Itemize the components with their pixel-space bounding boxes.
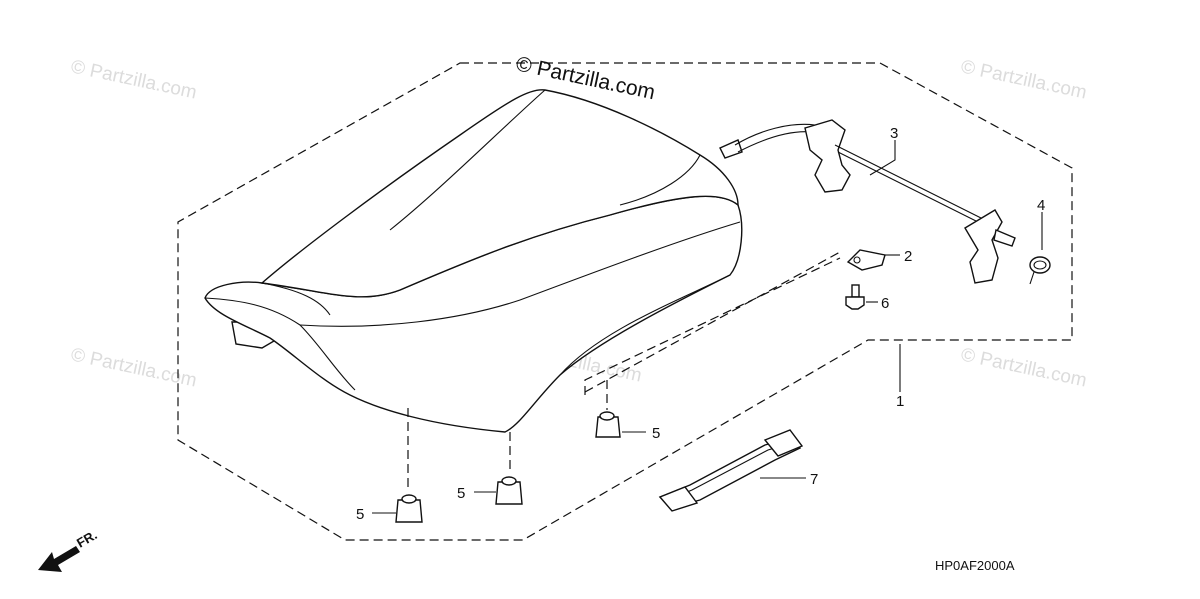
leader-lines <box>372 140 1043 514</box>
watermark-text: © Partzilla.com <box>959 56 1089 103</box>
bolt <box>845 284 865 310</box>
watermark-text: © Partzilla.com <box>959 344 1089 391</box>
callout-4[interactable]: 4 <box>1037 197 1045 214</box>
rubber-cushion <box>495 476 523 505</box>
callout-3[interactable]: 3 <box>890 125 898 142</box>
assembly-boundary <box>177 62 1073 541</box>
seat-assembly <box>204 89 743 433</box>
plate <box>846 249 886 271</box>
rubber-cushion <box>595 411 621 438</box>
watermark-text: © Partzilla.com <box>69 344 199 391</box>
strap <box>658 429 804 512</box>
alignment-line <box>584 251 841 393</box>
arrow-icon <box>38 546 80 572</box>
callout-2[interactable]: 2 <box>904 248 912 265</box>
diagram-code: HP0AF2000A <box>935 558 1015 573</box>
rubber-cushion <box>395 494 423 523</box>
watermark-text: © Partzilla.com <box>69 56 199 103</box>
spring <box>1029 256 1051 285</box>
callout-1[interactable]: 1 <box>896 393 904 410</box>
front-direction-indicator: FR. <box>38 527 100 572</box>
callout-7[interactable]: 7 <box>810 471 818 488</box>
callout-6[interactable]: 6 <box>881 295 889 312</box>
callout-5[interactable]: 5 <box>356 506 364 523</box>
callout-5[interactable]: 5 <box>457 485 465 502</box>
callout-5[interactable]: 5 <box>652 425 660 442</box>
front-label: FR. <box>74 527 100 550</box>
seat-lock-bracket <box>719 119 1016 284</box>
alignment-line <box>584 257 841 395</box>
